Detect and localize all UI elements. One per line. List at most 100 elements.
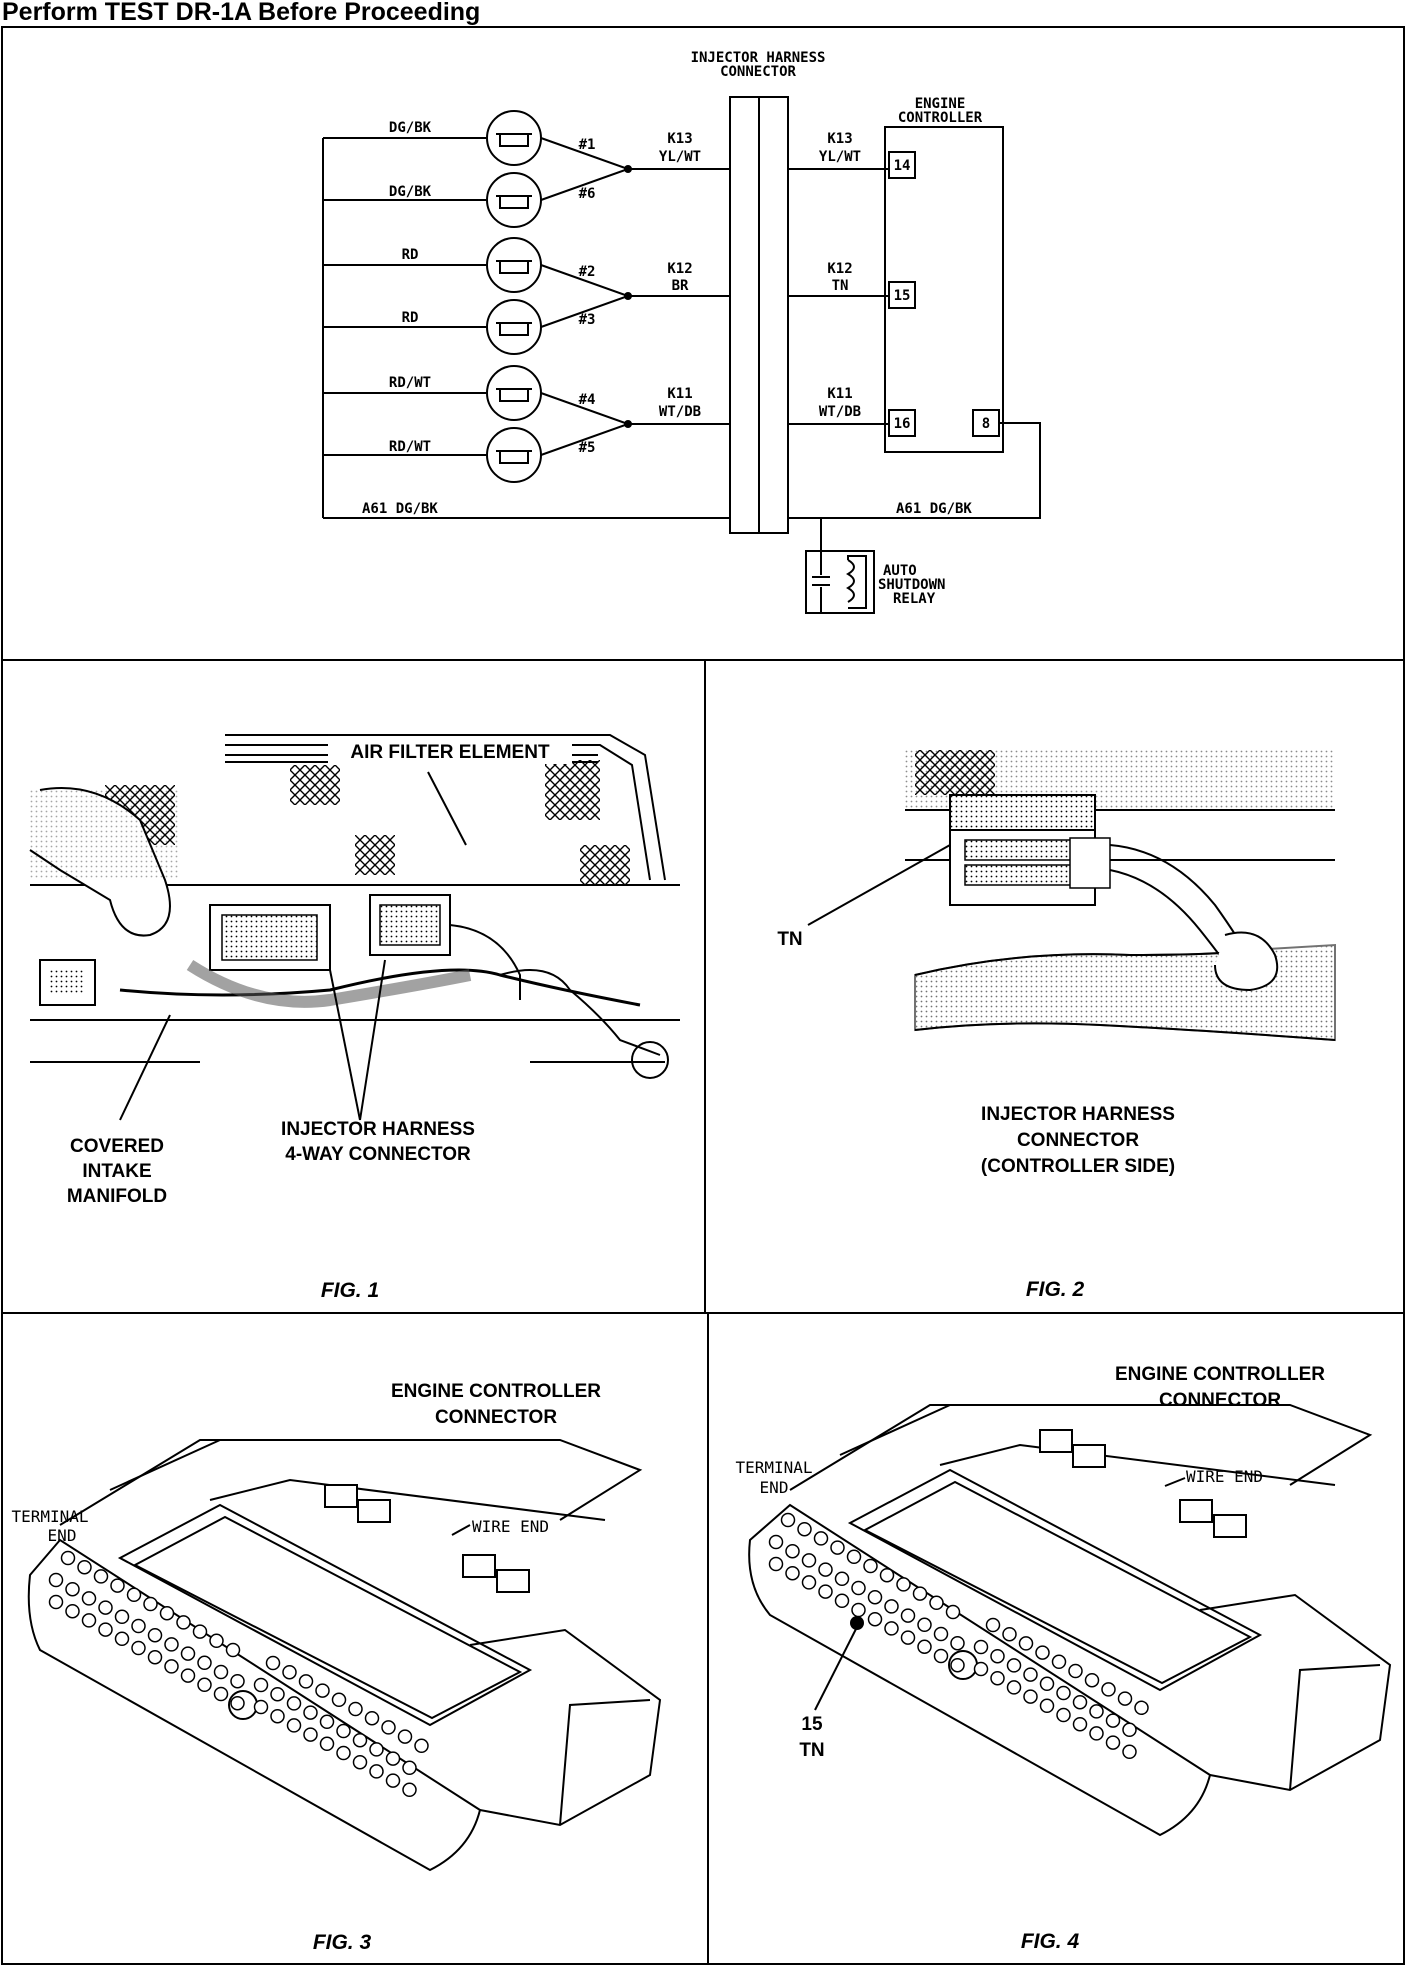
- fig3-terminal-pin: [93, 1569, 109, 1584]
- fig3-terminal-label: TERMINAL: [11, 1507, 88, 1526]
- harness-connector-label: INJECTOR HARNESS: [691, 50, 826, 66]
- fig3-terminal-pin: [397, 1729, 413, 1744]
- fig4-terminal-pin: [834, 1593, 850, 1609]
- fig4-terminal-pin: [917, 1617, 932, 1633]
- fig4-terminal-pin: [1105, 1713, 1121, 1728]
- fig4-labels: ENGINE CONTROLLER CONNECTOR TERMINAL END…: [735, 1364, 1325, 1953]
- fig4-terminal-pin: [933, 1648, 949, 1664]
- fig4-terminal-pin: [1072, 1694, 1088, 1710]
- fig4-terminal-pin: [1101, 1682, 1116, 1697]
- fig4-terminal-pin: [933, 1626, 949, 1642]
- relay-label-1: AUTO: [883, 563, 917, 579]
- fig3-terminal-pin: [48, 1594, 64, 1610]
- fig3-terminal-pin: [265, 1655, 281, 1671]
- fig3-terminal-pin: [319, 1736, 335, 1752]
- fig4-terminal-pin: [1002, 1626, 1017, 1642]
- fig4-terminal-pin: [1072, 1716, 1088, 1732]
- fig3-connector-label-2: CONNECTOR: [435, 1407, 557, 1428]
- fig4-terminal-pin: [1035, 1645, 1050, 1660]
- fig1-manifold-label: COVERED: [70, 1136, 164, 1157]
- fig2-connector-label-2: CONNECTOR: [1017, 1130, 1139, 1151]
- fig4-terminal-pin: [990, 1648, 1005, 1664]
- fig4-terminal-pin: [990, 1670, 1005, 1686]
- fig3-terminal-label-2: END: [48, 1526, 77, 1545]
- fig2-connector-label: INJECTOR HARNESS: [981, 1104, 1175, 1125]
- auto-shutdown-relay: [805, 550, 875, 614]
- fig3-terminal-pin: [114, 1631, 130, 1647]
- injector-6-wire: DG/BK: [389, 184, 432, 200]
- circuit-left-3-id: K11: [667, 386, 692, 402]
- injector-5-symbol: [486, 427, 542, 483]
- fig2-labels: TN INJECTOR HARNESS CONNECTOR (CONTROLLE…: [777, 929, 1175, 1301]
- fig3-terminal-pin: [209, 1633, 224, 1649]
- fig3-terminal-pin: [364, 1710, 380, 1726]
- fig4-terminal-pin: [900, 1608, 916, 1623]
- fig4-terminal-pin: [973, 1661, 989, 1677]
- fig3-terminal-pin: [159, 1605, 175, 1621]
- controller-pin-14: [888, 151, 916, 179]
- fig3-terminal-pin: [147, 1627, 163, 1643]
- fig3-terminal-pin: [303, 1727, 318, 1742]
- fig3-terminal-pin: [176, 1615, 191, 1630]
- fig4-terminal-pin: [1117, 1691, 1133, 1706]
- fig4-connector-label-2: CONNECTOR: [1159, 1390, 1281, 1411]
- fig3-terminal-pin: [60, 1550, 76, 1566]
- fig4-terminal-pin: [768, 1534, 784, 1550]
- fig3-terminal-pin: [319, 1714, 335, 1730]
- fig4-terminal-pin: [945, 1604, 961, 1620]
- fig3-terminal-pin: [48, 1572, 64, 1588]
- fig3-terminal-pin: [253, 1699, 269, 1715]
- fig3-terminal-pin: [282, 1664, 297, 1680]
- circuit-right-2-color: TN: [832, 278, 849, 294]
- feed-left-label: A61 DG/BK: [362, 501, 438, 517]
- fig4-terminal-pin: [818, 1584, 833, 1599]
- schematic-labels: INJECTOR HARNESS CONNECTOR ENGINE CONTRO…: [362, 50, 990, 607]
- fig3-terminal-pin: [298, 1674, 314, 1689]
- harness-connector-label-2: CONNECTOR: [720, 64, 796, 80]
- injector-3-symbol: [486, 299, 542, 355]
- injector-4-wire: RD/WT: [389, 375, 431, 391]
- fig4-terminal-pin: [780, 1512, 796, 1528]
- injector-4-number: #4: [579, 392, 596, 408]
- fig4-terminal-pin: [813, 1531, 829, 1546]
- injector-1-symbol: [486, 110, 542, 166]
- fig4-pin-number: 15: [801, 1714, 823, 1735]
- fig3-terminal-pin: [81, 1591, 97, 1606]
- fig4-terminal-pin: [830, 1540, 845, 1555]
- controller-pin-16: [888, 409, 916, 437]
- fig4-terminal-pin: [785, 1543, 800, 1559]
- circuit-left-2-id: K12: [667, 261, 692, 277]
- fig3-terminal-pins: [48, 1550, 429, 1798]
- feed-right-label: A61 DG/BK: [896, 501, 972, 517]
- fig3-terminal-pin: [131, 1640, 146, 1656]
- fig4-terminal-pin: [1023, 1667, 1038, 1682]
- fig4-terminal-pin: [884, 1599, 899, 1614]
- engine-controller-box: [884, 126, 1004, 453]
- fig3-terminal-pin: [164, 1637, 179, 1652]
- fig3-terminal-pin: [402, 1760, 417, 1776]
- fig4-terminal-pin: [950, 1635, 965, 1651]
- fig3-terminal-pin: [131, 1618, 146, 1634]
- circuit-left-2-color: BR: [672, 278, 689, 294]
- circuit-right-2-id: K12: [827, 261, 852, 277]
- fig4-terminal-pin: [818, 1562, 833, 1577]
- fig4-terminal-pin: [768, 1556, 784, 1572]
- fig4-terminal-label: TERMINAL: [735, 1458, 812, 1477]
- fig4-terminal-pin: [912, 1586, 928, 1601]
- fig3-labels: ENGINE CONTROLLER CONNECTOR TERMINAL END…: [11, 1381, 601, 1954]
- injector-5-number: #5: [579, 440, 596, 456]
- fig3-terminal-pin: [270, 1686, 285, 1702]
- fig3-terminal-pin: [253, 1677, 269, 1693]
- fig3-terminal-pin: [197, 1655, 212, 1671]
- fig3-caption: FIG. 3: [313, 1931, 372, 1954]
- fig3-terminal-pin: [213, 1686, 229, 1702]
- fig4-terminal-pin: [917, 1639, 932, 1655]
- pin-14-label: 14: [894, 158, 911, 174]
- fig4-wire-end-label: WIRE END: [1186, 1467, 1263, 1486]
- circuit-right-1-id: K13: [827, 131, 852, 147]
- relay-label-2: SHUTDOWN: [878, 577, 945, 593]
- page-title: Perform TEST DR-1A Before Proceeding: [2, 0, 481, 26]
- fig4-caption: FIG. 4: [1021, 1930, 1080, 1953]
- fig3-terminal-pin: [225, 1642, 241, 1658]
